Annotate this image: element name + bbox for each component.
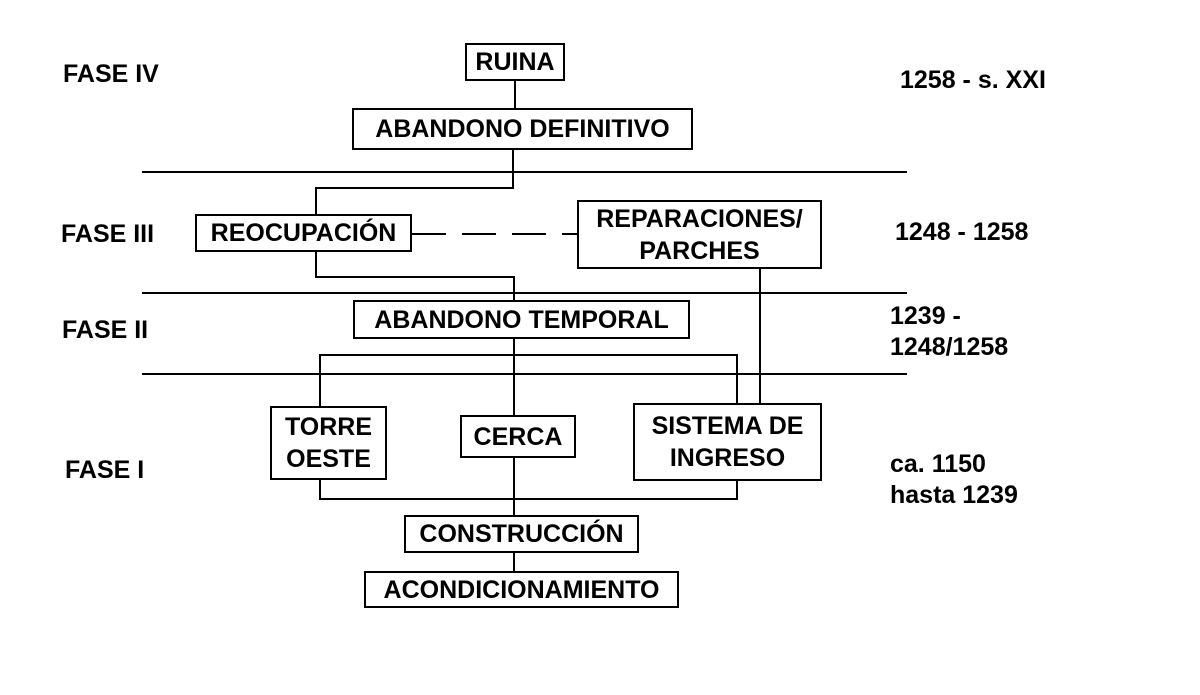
phase-label: FASE I <box>65 456 145 484</box>
node-text: SISTEMA DE <box>651 412 804 440</box>
phase-date: ca. 1150 <box>890 450 986 478</box>
connector-bottom-branch <box>319 479 738 500</box>
node-text: CERCA <box>473 422 563 451</box>
node-text: TORRE <box>284 413 373 441</box>
node-ruina: RUINA <box>465 43 565 81</box>
node-reparaciones-parches: REPARACIONES/ PARCHES <box>577 200 822 269</box>
phase-date: hasta 1239 <box>890 481 1018 509</box>
phase-date: 1258 - s. XXI <box>900 66 1046 94</box>
phase-label: FASE IV <box>63 60 159 88</box>
node-acondicionamiento: ACONDICIONAMIENTO <box>364 571 679 608</box>
phase-date: 1248/1258 <box>890 333 1009 361</box>
node-text: ABANDONO TEMPORAL <box>374 305 669 334</box>
node-reocupacion: REOCUPACIÓN <box>195 214 412 252</box>
phase-date: 1248 - 1258 <box>895 218 1029 246</box>
connector-reocupacion-abandono-temporal <box>315 251 515 300</box>
node-text: ACONDICIONAMIENTO <box>383 575 660 604</box>
phase-label: FASE II <box>62 316 149 344</box>
connector-abandono-reocupacion <box>315 149 514 214</box>
node-text: PARCHES <box>639 236 760 265</box>
connector-top-branch <box>319 354 738 406</box>
node-text: ABANDONO DEFINITIVO <box>375 115 670 143</box>
node-text: REPARACIONES/ <box>596 204 803 233</box>
node-sistema-ingreso: SISTEMA DE INGRESO <box>633 403 822 481</box>
node-construccion: CONSTRUCCIÓN <box>404 515 639 553</box>
node-text: CONSTRUCCIÓN <box>419 520 624 548</box>
phase-label: FASE III <box>61 220 155 248</box>
node-text: OESTE <box>286 445 371 473</box>
node-abandono-definitivo: ABANDONO DEFINITIVO <box>352 108 693 150</box>
phase-date: 1239 - <box>890 302 961 330</box>
node-text: RUINA <box>475 48 555 76</box>
node-text: REOCUPACIÓN <box>210 219 397 247</box>
node-abandono-temporal: ABANDONO TEMPORAL <box>353 300 690 339</box>
node-text: INGRESO <box>669 444 786 472</box>
node-torre-oeste: TORRE OESTE <box>270 406 387 480</box>
node-cerca: CERCA <box>460 415 576 458</box>
